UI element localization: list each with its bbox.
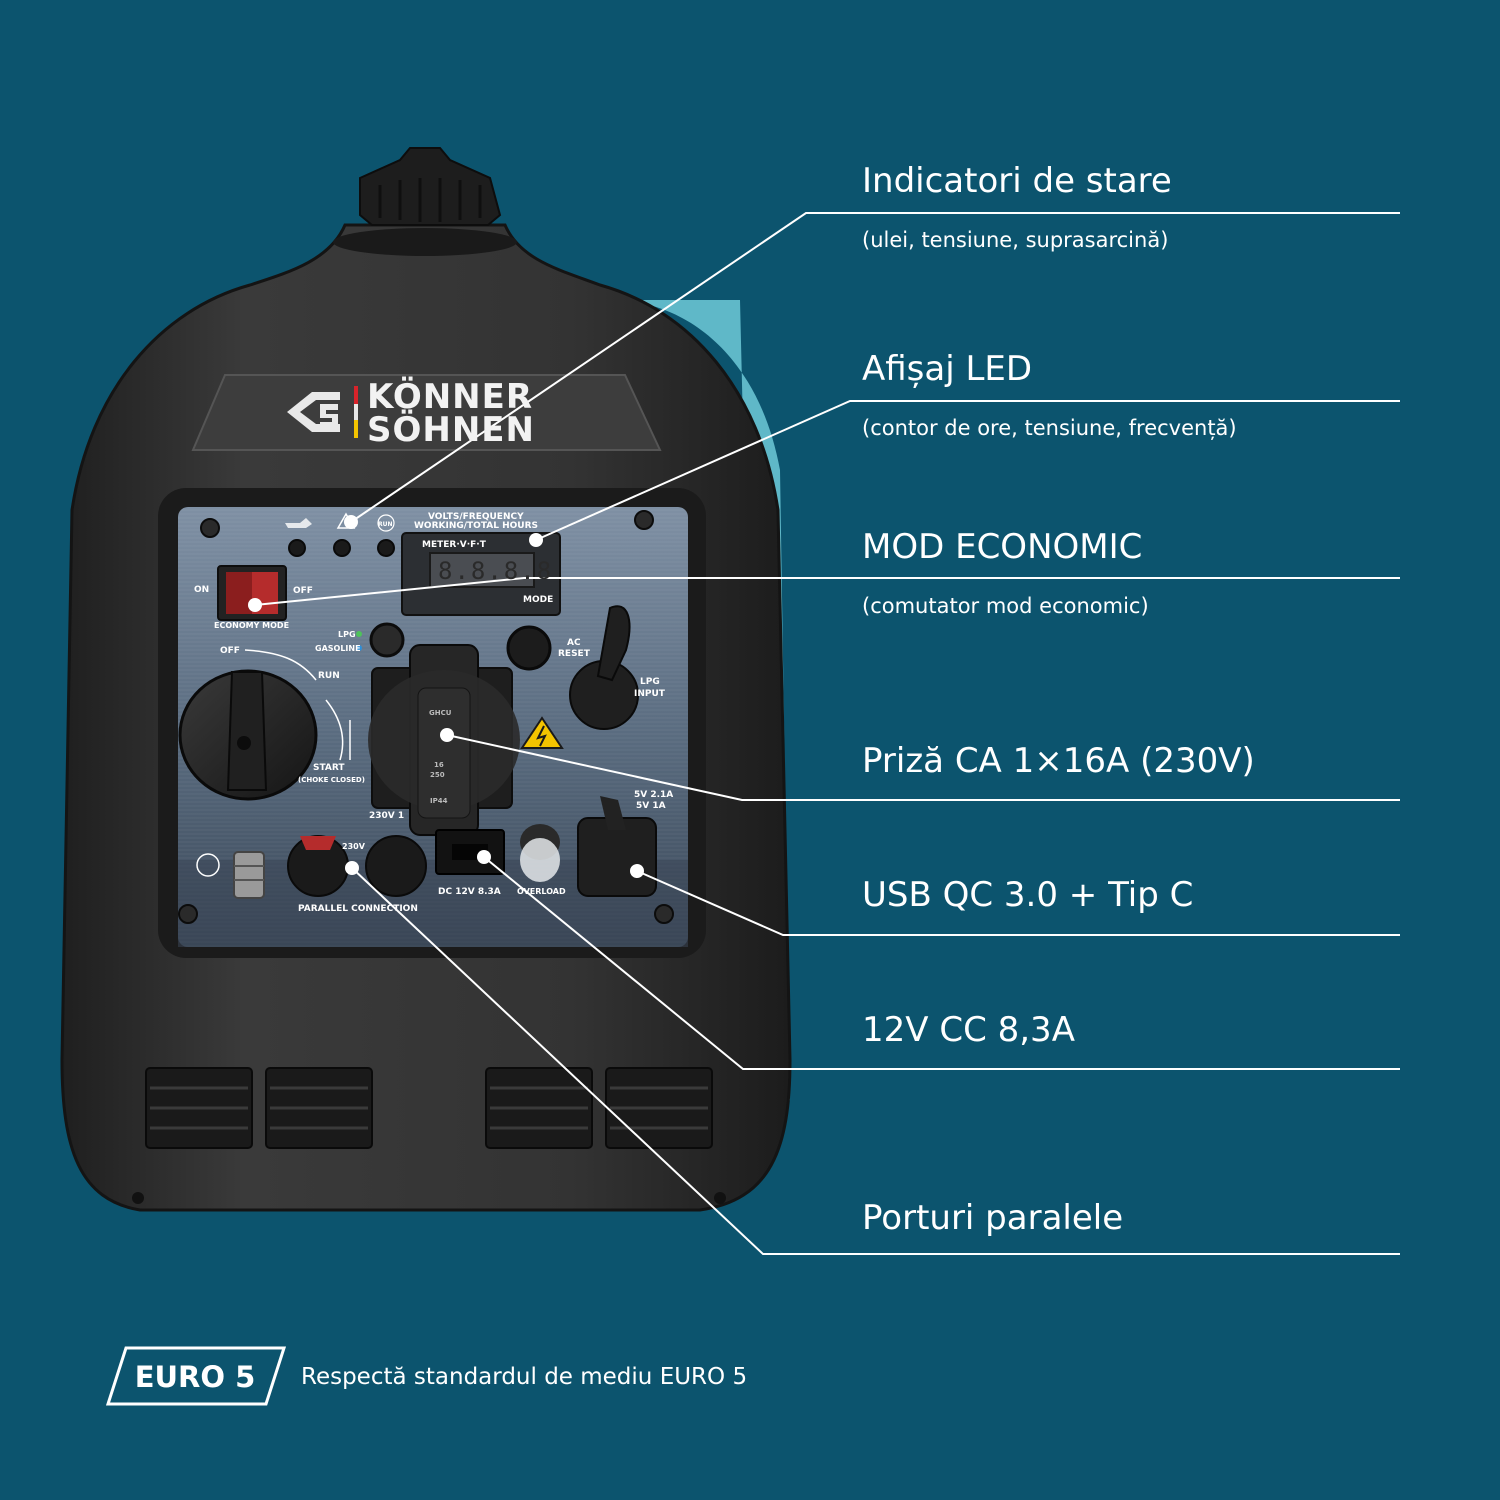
callout-line-status [350,212,1400,523]
feature-subtitle: (comutator mod economic) [862,594,1149,618]
ground-icon [196,853,220,877]
callout-line-led [535,400,1400,541]
ac-reset-label: AC [567,638,581,648]
screw-icons [178,510,674,924]
socket-rating-2: 250 [430,771,445,779]
feature-title: Indicatori de stare [862,161,1172,201]
brand-name-line2: SÖHNEN [367,410,535,450]
ac-reset-label-2: RESET [558,649,590,659]
economy-off-label: OFF [293,586,313,596]
feature-subtitle: (ulei, tensiune, suprasarcină) [862,228,1169,252]
parallel-connection-label: PARALLEL CONNECTION [298,904,418,914]
feature-title: 12V CC 8,3A [862,1010,1075,1050]
feature-dc-output: 12V CC 8,3A [862,1010,1402,1050]
fuel-cap-icon [359,147,502,226]
overload-button [520,824,560,882]
callout-line-dc [483,856,1400,1070]
feature-title: Priză CA 1×16A (230V) [862,741,1255,781]
feature-title: USB QC 3.0 + Tip C [862,875,1194,915]
feature-led-display: Afișaj LED (contor de ore, tensiune, fre… [862,349,1402,441]
socket-rating-1: 16 [434,761,444,769]
meter-label: METER·V·F·T [422,540,486,550]
feature-subtitle: (contor de ore, tensiune, frecvență) [862,416,1237,440]
mode-button-label: MODE [523,595,554,605]
run-position-label: RUN [318,671,340,681]
socket-brand: GHCU [429,709,452,717]
usb-rating-2: 5V 1A [636,801,666,811]
run-indicator-label: RUN [378,521,393,528]
feature-status-indicators: Indicatori de stare (ulei, tensiune, sup… [862,161,1402,253]
electric-warning-icon [520,716,564,749]
fuel-select-button [369,622,405,658]
economy-on-label: ON [194,585,210,595]
ground-terminal [233,851,265,899]
feature-ac-outlet: Priză CA 1×16A (230V) [862,741,1402,781]
feature-economy-mode: MOD ECONOMIC (comutator mod economic) [862,527,1402,619]
callout-lines [254,212,1400,1255]
lpg-led-label: LPG [338,630,356,639]
economy-mode-label: ECONOMY MODE [214,621,290,630]
engine-knob [178,669,318,801]
feature-title: Afișaj LED [862,349,1033,389]
euro-description: Respectă standardul de mediu EURO 5 [301,1364,748,1390]
usb-rating-1: 5V 2.1A [634,790,674,800]
run-indicator-icon [377,514,395,532]
status-indicators [285,512,395,557]
brand-name-line1: KÖNNER [367,377,534,417]
start-position-label: START [313,763,345,773]
working-hours-label: WORKING/TOTAL HOURS [414,521,539,531]
feature-parallel-ports: Porturi paralele [862,1198,1402,1238]
outlet-voltage-label: 230V 1 [369,811,405,821]
choke-off-label: OFF [220,646,240,656]
euro-badge-outline [105,1346,287,1406]
callout-line-ac [446,734,1400,801]
led-readout: 8.8.8.8 [438,557,554,585]
brand-logo-icon [287,386,358,438]
callout-line-usb [636,870,1400,936]
socket-ip-rating: IP44 [430,797,448,805]
feature-usb: USB QC 3.0 + Tip C [862,875,1402,915]
callout-line-economy [254,577,1400,606]
feature-title: Porturi paralele [862,1198,1124,1238]
ac-reset-button [506,625,552,671]
lpg-input-cap [569,605,639,730]
callout-dots [248,515,644,878]
overload-label: OVERLOAD [517,887,566,896]
lpg-input-label-2: INPUT [634,689,665,699]
choke-closed-label: (CHOKE CLOSED) [298,776,365,784]
parallel-voltage-label: 230V [342,842,365,851]
feature-title: MOD ECONOMIC [862,527,1143,567]
dc-output-label: DC 12V 8.3A [438,887,501,897]
parallel-ports [287,835,427,897]
oil-can-icon [285,518,312,528]
euro-badge-label: EURO 5 [134,1360,256,1394]
volts-frequency-label: VOLTS/FREQUENCY [428,512,524,522]
callout-line-parallel [351,867,1400,1255]
led-display-screen [429,552,535,588]
gasoline-led-label: GASOLINE [315,644,361,653]
lpg-input-label: LPG [640,677,660,687]
brand-plate [191,374,662,451]
